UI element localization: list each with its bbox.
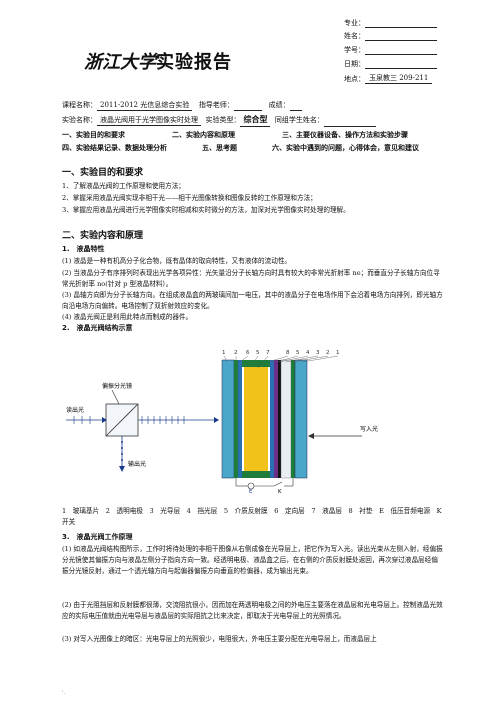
lcv-structure-diagram: 偏振分光镜 读出光 输出光: [66, 350, 378, 494]
teacher-field[interactable]: [233, 102, 262, 112]
toc-row-2: 四、实验结果记录、数据处理分析 五、思考题 六、实验中遇到的问题，心得体会，意见和建…: [62, 143, 419, 153]
lcv-layers: 1 2 6 5 7 8 5 4 3 2 1 写入光: [221, 350, 378, 494]
score-field[interactable]: [289, 102, 302, 112]
toc-item-5: 五、思考题: [202, 144, 237, 152]
diagram-legend: 1 玻璃基片 2 透明电极 3 光导层 4 挡光层 5 介质反射膜 6 定向层 …: [62, 507, 449, 526]
glass-substrate-right: [294, 359, 308, 479]
sec2-p1-4: (4) 液晶光阀正是利用此特点而制成的器件。: [62, 313, 193, 321]
num-6: 6: [246, 350, 250, 356]
toc-item-6: 六、实验中遇到的问题，心得体会，意见和建议: [272, 144, 419, 152]
teacher-label: 指导老师：: [198, 101, 234, 109]
photoconductor-layer: [280, 359, 292, 479]
sec1-item-3: 3、掌握应用液晶光阀进行光学图像实时相减和实时微分的方法，加深对光学图像实时处理…: [62, 206, 350, 214]
sec2-p3-2: (2) 由于光阻挡层和反射膜都很薄，交流阻抗很小，因而加在两透明电极之间的外电压…: [62, 601, 443, 620]
sec2-p3-1: (1) 如液晶光阀结构图所示，工作时将待处理的非相干图像从右侧成像在光导层上，把…: [62, 545, 443, 575]
report-logo: 浙江大学实验报告: [84, 50, 232, 76]
layer-number-labels: 1 2 6 5 7 8 5 4 3 2 1: [222, 350, 340, 356]
location-value: 玉泉教三 209-211: [365, 73, 433, 85]
transparent-electrode-left: [234, 360, 238, 478]
name-field[interactable]: [365, 31, 437, 42]
id-field[interactable]: [365, 45, 437, 56]
liquid-crystal-layer: [244, 367, 268, 471]
experiment-line: 实验名称：液晶光阀用于光学图像实时处理 实验类型：综合型 同组学生姓名：: [62, 114, 376, 127]
location-label: 地点：: [344, 75, 365, 83]
footer-mark: '.: [62, 690, 65, 696]
num-8: 8: [286, 350, 290, 356]
sec1-item-1: 1、了解液晶光阀的工作原理和使用方法；: [62, 182, 185, 190]
major-field[interactable]: [365, 18, 437, 29]
major-row: 专业：: [344, 18, 437, 29]
num-3: 3: [316, 350, 320, 356]
subsection-3-title: 3. 液晶光阀工作原理: [62, 533, 133, 541]
date-row: 日期：: [344, 59, 437, 70]
toc-item-1: 一、实验目的和要求: [62, 131, 125, 139]
name-label: 姓名：: [344, 32, 365, 40]
id-row: 学号：: [344, 45, 437, 56]
toc-item-3: 三、主要仪器设备、操作方法和实验步骤: [282, 131, 408, 139]
switch-k: K: [278, 489, 282, 494]
toc-item-2: 二、实验内容和原理: [172, 131, 235, 139]
section-1-title: 一、实验目的和要求: [62, 168, 144, 178]
num-5a: 5: [256, 350, 260, 356]
report-title: 实验报告: [156, 52, 232, 73]
pbs-label: 偏振分光镜: [102, 382, 132, 390]
date-field[interactable]: [365, 59, 437, 70]
sec2-p1-3: (3) 晶轴方向即为分子长轴方向。在组成液晶盒的两玻璃间加一电压，其中的液晶分子…: [62, 291, 443, 310]
subsection-1-title: 1. 液晶特性: [62, 245, 105, 253]
num-2b: 2: [326, 350, 330, 356]
spacer-top: [242, 360, 270, 367]
exp-label: 实验名称：: [62, 116, 97, 124]
num-2a: 2: [234, 350, 238, 356]
power-source-e: E: [249, 489, 253, 494]
sec2-p1-2: (2) 当液晶分子有序排列时表现出光学各项异性：光矢量沿分子长轴方向时具有较大的…: [62, 269, 440, 288]
glass-substrate-left: [221, 359, 235, 479]
sec1-item-2: 2、掌握采用液晶光阀实现非相干光——相干光图像转换和图像反转的工作原理和方法；: [62, 194, 317, 202]
subsection-2-title: 2. 液晶光阀结构示意: [62, 324, 133, 332]
name-row: 姓名：: [344, 31, 437, 42]
location-row: 地点：玉泉教三 209-211: [344, 73, 433, 85]
num-4: 4: [306, 350, 310, 356]
output-light-label: 输出光: [128, 460, 146, 468]
score-label: 成绩：: [268, 101, 290, 109]
num-1a: 1: [222, 350, 226, 356]
section-2-title: 二、实验内容和原理: [62, 231, 144, 241]
write-light-label: 写入光: [360, 425, 378, 433]
light-blocking-layer: [278, 360, 281, 478]
toc-item-4: 四、实验结果记录、数据处理分析: [62, 144, 167, 152]
course-value: 2011-2012 光信息综合实验: [97, 100, 193, 112]
id-label: 学号：: [344, 46, 365, 54]
major-label: 专业：: [344, 19, 365, 27]
type-label: 实验类型：: [205, 116, 241, 124]
num-5b: 5: [296, 350, 300, 356]
course-label: 课程名称：: [62, 101, 97, 109]
exp-value: 液晶光阀用于光学图像实时处理: [97, 115, 201, 127]
toc-row-1: 一、实验目的和要求 二、实验内容和原理 三、主要仪器设备、操作方法和实验步骤: [62, 130, 408, 140]
alignment-layer-left: [238, 360, 242, 478]
read-light-label: 读出光: [66, 406, 84, 414]
beam-splitter-group: 偏振分光镜 读出光 输出光: [66, 382, 219, 472]
transparent-electrode-right: [291, 360, 295, 478]
school-name: 浙江大学: [84, 52, 156, 73]
num-7: 7: [266, 350, 270, 356]
sec2-p3-3: (3) 对写入光图像上的暗区：光电导层上的光照很少，电阻很大，外电压主要分配在光…: [62, 635, 377, 643]
alignment-layer-right: [270, 360, 274, 478]
sec2-p1-1: (1) 液晶是一种有机高分子化合物，既有晶体的取向特性，又有液体的流动性。: [62, 257, 292, 265]
course-line: 课程名称：2011-2012 光信息综合实验 指导老师： 成绩：: [62, 100, 302, 112]
partner-field[interactable]: [323, 118, 376, 127]
partner-label: 同组学生姓名：: [274, 116, 324, 124]
num-1b: 1: [336, 350, 340, 356]
date-label: 日期：: [344, 60, 365, 68]
spacer-bottom: [242, 471, 270, 478]
dielectric-mirror: [274, 360, 278, 478]
type-value: 综合型: [240, 114, 271, 127]
